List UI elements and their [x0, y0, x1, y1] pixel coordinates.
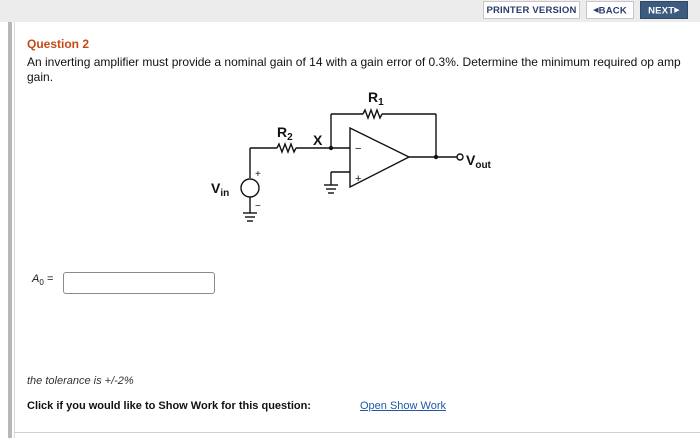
opamp-plus-sign: +	[355, 173, 361, 185]
vin-minus-sign: −	[255, 201, 261, 212]
tolerance-text: the tolerance is +/-2%	[27, 375, 134, 387]
junction-dot-x	[328, 145, 334, 151]
r2-label: R2	[277, 124, 293, 143]
next-arrow-icon: ▶	[674, 7, 680, 14]
question-text: An inverting amplifier must provide a no…	[27, 55, 681, 84]
circuit-diagram: − + + − R1 R2 X Vin Vout	[211, 89, 492, 222]
back-arrow-icon: ◀	[593, 7, 599, 14]
next-button-label: NEXT	[648, 5, 675, 17]
printer-version-button[interactable]: PRINTER VERSION	[483, 1, 580, 19]
back-button[interactable]: ◀BACK	[586, 1, 634, 19]
vout-label: Vout	[466, 152, 492, 171]
node-x-label: X	[313, 132, 323, 148]
back-button-label: BACK	[598, 5, 627, 17]
left-border-inner	[14, 22, 15, 438]
left-border	[8, 22, 12, 438]
open-show-work-link[interactable]: Open Show Work	[360, 400, 447, 412]
vin-plus-sign: +	[255, 169, 261, 180]
show-work-prompt: Click if you would like to Show Work for…	[27, 400, 311, 412]
answer-label: A0 =	[32, 273, 54, 288]
r1-label: R1	[368, 89, 384, 108]
question-title: Question 2	[27, 37, 90, 51]
vin-label: Vin	[211, 180, 229, 199]
answer-input[interactable]	[63, 272, 215, 294]
opamp-minus-sign: −	[355, 143, 361, 155]
junction-dot-out	[433, 154, 439, 160]
next-button[interactable]: NEXT▶	[640, 1, 688, 19]
bottom-divider	[14, 432, 700, 433]
